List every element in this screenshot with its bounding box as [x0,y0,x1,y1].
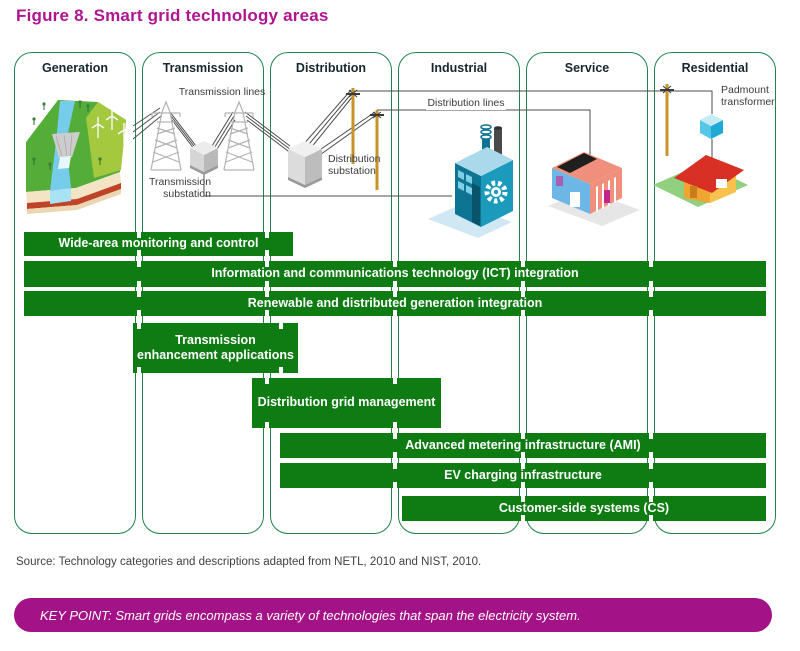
tech-bar-customer-side-systems: Customer-side systems (CS) [402,496,766,521]
column-header-industrial: Industrial [430,61,488,75]
column-header-transmission: Transmission [162,61,244,75]
key-point-banner: KEY POINT: Smart grids encompass a varie… [14,598,772,632]
label-distribution-substation: Distribution substation [328,153,381,178]
label-padmount-transformer: Padmount transformer [721,84,775,109]
tech-bar-advanced-metering: Advanced metering infrastructure (AMI) [280,433,766,458]
label-transmission-lines: Transmission lines [178,86,266,98]
tech-bar-transmission-enhancement: Transmission enhancement applications [133,323,298,373]
column-header-service: Service [564,61,610,75]
column-header-distribution: Distribution [295,61,367,75]
tech-bar-ict-integration: Information and communications technolog… [24,261,766,287]
smart-grid-diagram: Generation Transmission Distribution Ind… [14,52,776,534]
tech-bar-renewable-integration: Renewable and distributed generation int… [24,291,766,316]
key-point-text: KEY POINT: Smart grids encompass a varie… [40,607,581,623]
source-note: Source: Technology categories and descri… [16,556,482,568]
label-distribution-lines: Distribution lines [426,96,506,111]
column-header-generation: Generation [42,61,108,75]
figure-title: Figure 8. Smart grid technology areas [16,6,329,25]
label-transmission-substation: Transmission substation [149,176,212,201]
column-header-residential: Residential [681,61,749,75]
tech-bar-wide-area-monitoring: Wide-area monitoring and control [24,232,293,256]
tech-bar-distribution-grid-management: Distribution grid management [252,378,441,428]
tech-bar-ev-charging: EV charging infrastructure [280,463,766,488]
